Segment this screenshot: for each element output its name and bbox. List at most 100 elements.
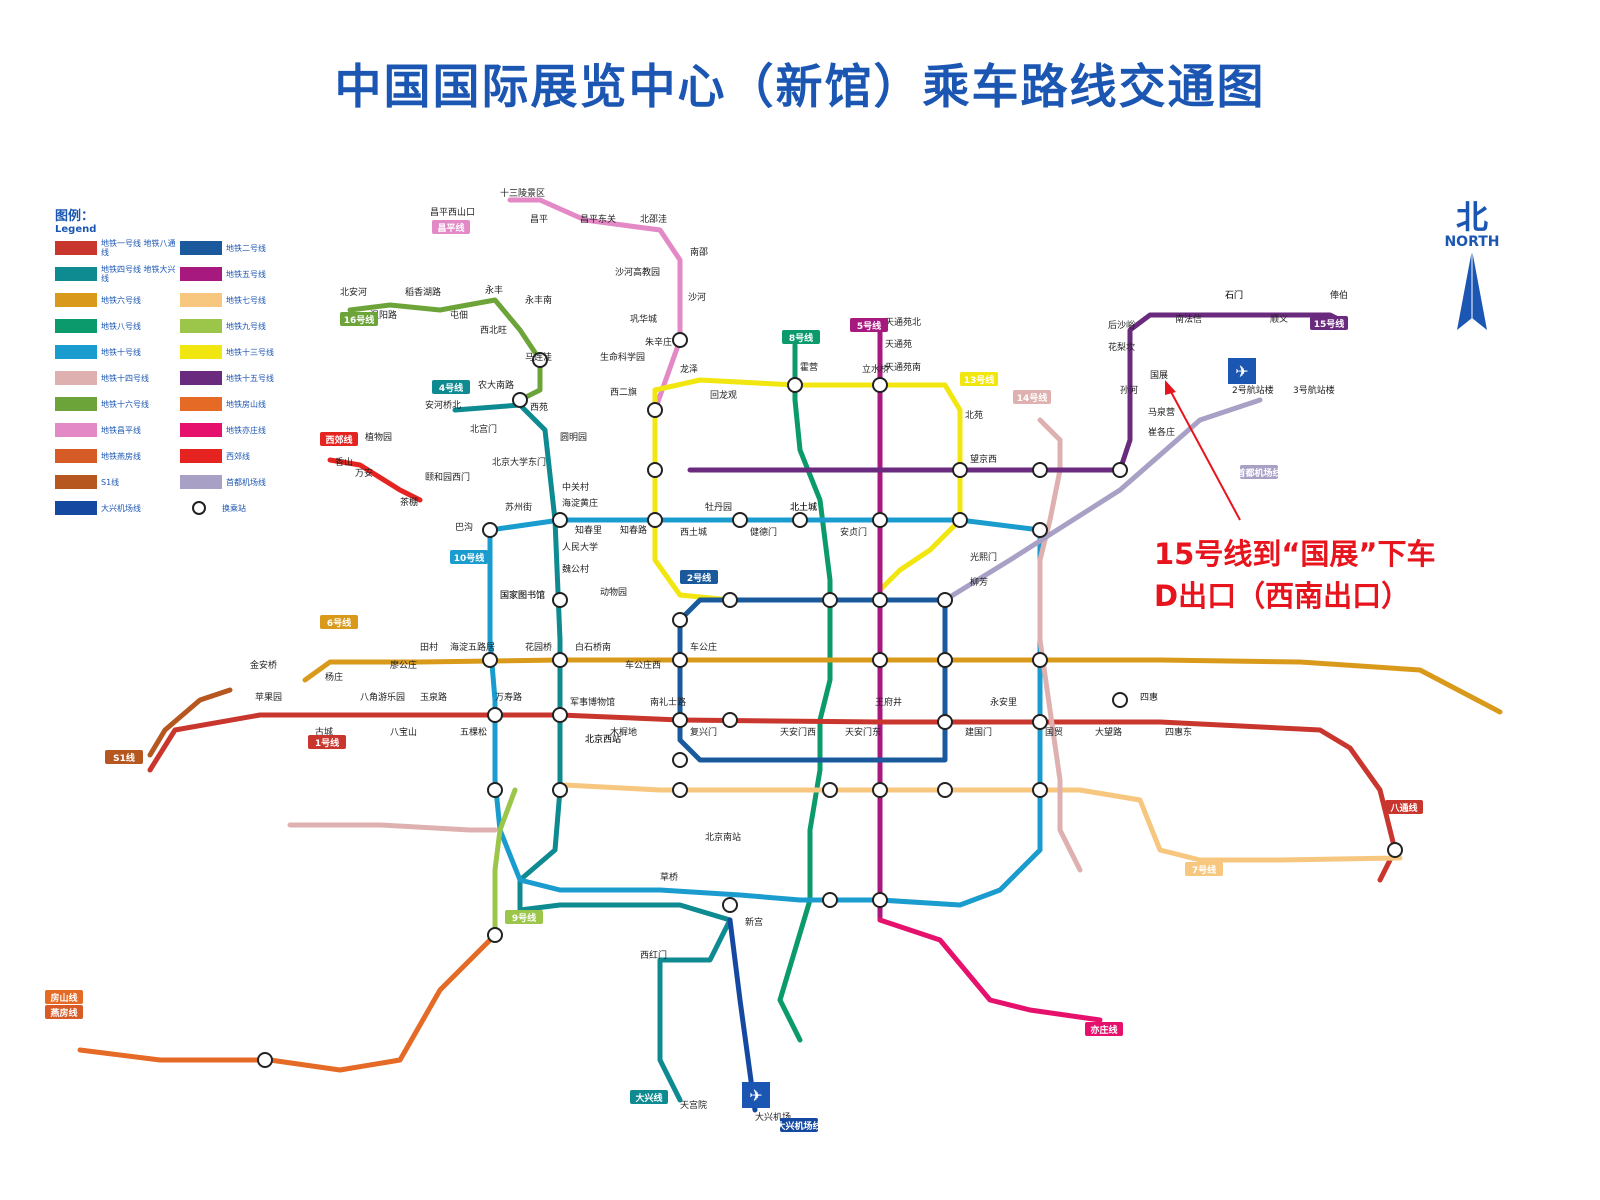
station-label: 龙泽: [680, 363, 698, 375]
transfer-icon: [257, 1052, 273, 1068]
station-label: 崔各庄: [1148, 426, 1175, 438]
legend-item: 地铁十三号线: [180, 344, 305, 360]
station-label: 军事博物馆: [570, 696, 615, 708]
line-badge-label: 首都机场线: [1236, 467, 1281, 479]
station-label: 万寿路: [495, 691, 522, 703]
line-badge-label: 西郊线: [325, 434, 352, 446]
transfer-icon: [192, 501, 206, 515]
line-badge: 7号线: [1185, 862, 1223, 876]
legend-item: 地铁二号线: [180, 240, 305, 256]
transfer-icon: [552, 782, 568, 798]
legend-item: 地铁房山线: [180, 396, 305, 412]
airport-icon: ✈: [742, 1082, 770, 1108]
transfer-icon: [672, 782, 688, 798]
legend-label: 地铁七号线: [226, 295, 266, 305]
station-label: 石门: [1225, 289, 1243, 301]
transfer-icon: [487, 927, 503, 943]
line-badge: 八通线: [1385, 800, 1423, 814]
line-badge-label: S1线: [113, 752, 135, 764]
line-badge: S1线: [105, 750, 143, 764]
line-1-batong: [147, 712, 1398, 883]
transfer-icon: [672, 332, 688, 348]
line-badge-bg: [782, 330, 820, 344]
station-label: 北苑: [965, 409, 983, 421]
legend-label: 西郊线: [226, 451, 250, 461]
station-label: 动物园: [600, 586, 627, 598]
station-label: 中关村: [562, 481, 589, 493]
transfer-stations: [257, 332, 1403, 1068]
station-label: 南邵: [690, 246, 708, 258]
station-label: 八宝山: [390, 726, 417, 738]
transfer-icon: [732, 512, 748, 528]
legend-label: 地铁十五号线: [226, 373, 274, 383]
station-label: 国家图书馆: [500, 589, 545, 601]
line-badge: 西郊线: [320, 432, 358, 446]
transfer-icon: [1032, 522, 1048, 538]
legend-label: 大兴机场线: [101, 503, 141, 513]
transfer-icon: [952, 462, 968, 478]
legend-item: 地铁八号线: [55, 318, 180, 334]
station-label: 安河桥北: [425, 399, 461, 411]
line-badge: 大兴机场线: [776, 1118, 822, 1132]
line-badge-bg: [1085, 1022, 1123, 1036]
station-label: 立水桥: [862, 363, 889, 375]
line-badge-label: 昌平线: [437, 222, 464, 234]
transfer-icon: [552, 707, 568, 723]
legend-item: 地铁燕房线: [55, 448, 180, 464]
line-badge-label: 10号线: [454, 552, 485, 564]
line-badge: 13号线: [960, 372, 998, 386]
station-label: 农大南路: [478, 379, 514, 391]
station-label: 生命科学园: [600, 351, 645, 363]
station-label: 金安桥: [250, 659, 277, 671]
station-label: 车公庄西: [625, 659, 661, 671]
station-label: 北土城: [790, 501, 817, 513]
transfer-icon: [647, 462, 663, 478]
line-badge: 5号线: [850, 318, 888, 332]
station-label: 知春里: [575, 524, 602, 536]
line-badge: 16号线: [340, 312, 378, 326]
transfer-icon: [722, 712, 738, 728]
line-badge-label: 房山线: [50, 992, 77, 1004]
station-label: 巴沟: [455, 521, 473, 533]
legend-swatch: [180, 267, 222, 281]
station-label: 永丰: [485, 284, 503, 296]
line-badge-bg: [45, 1005, 83, 1019]
transfer-icon: [1032, 462, 1048, 478]
station-label: 北宫门: [470, 423, 497, 435]
svg-text:✈: ✈: [749, 1086, 762, 1105]
line-badge-bg: [960, 372, 998, 386]
legend-item: 地铁十五号线: [180, 370, 305, 386]
line-fangshan: [77, 932, 498, 1073]
transfer-icon: [822, 782, 838, 798]
legend-label: 地铁十三号线: [226, 347, 274, 357]
legend: 图例： Legend 地铁一号线 地铁八通线地铁二号线地铁四号线 地铁大兴线地铁…: [55, 210, 315, 516]
line-badge: 14号线: [1013, 390, 1051, 404]
transfer-icon: [532, 352, 548, 368]
line-badge-bg: [505, 910, 543, 924]
legend-item: 首都机场线: [180, 474, 305, 490]
line-16: [347, 297, 543, 403]
transfer-icon: [482, 522, 498, 538]
line-badge: 2号线: [680, 570, 718, 584]
legend-swatch: [55, 241, 97, 255]
station-label: 顺义: [1270, 314, 1288, 325]
station-label: 知春路: [620, 524, 647, 536]
station-label: 十三陵景区: [500, 187, 545, 199]
station-label: 石门: [1225, 289, 1243, 301]
line-badge: 4号线: [432, 380, 470, 394]
line-s1: [147, 687, 233, 758]
station-label: 朱辛庄: [645, 336, 672, 348]
station-label: 北邵洼: [640, 213, 667, 225]
station-label: 廖公庄: [390, 659, 417, 671]
transfer-icon: [822, 592, 838, 608]
airport-icon: ✈: [1228, 358, 1256, 384]
line-badge-bg: [320, 615, 358, 629]
legend-swatch: [180, 449, 222, 463]
station-label: 木樨地: [610, 726, 637, 738]
line-badge: 首都机场线: [1236, 465, 1282, 479]
station-label: 大望路: [1095, 726, 1122, 738]
transfer-icon: [512, 392, 528, 408]
station-label: 四惠: [1140, 691, 1158, 703]
transfer-icon: [872, 377, 888, 393]
